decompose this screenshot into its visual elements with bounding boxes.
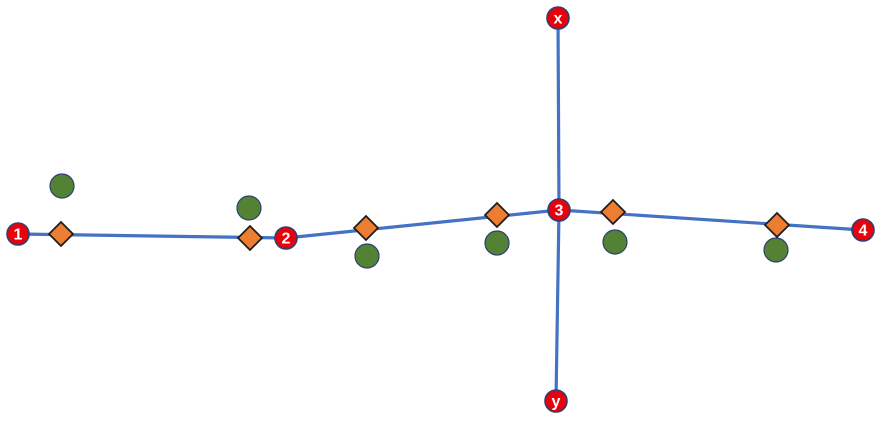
green-dot-5 [602, 229, 628, 255]
node-label-x: x [554, 11, 563, 28]
nodes-layer: 1 2 3 4 x y [6, 6, 875, 413]
node-2: 2 [274, 226, 298, 250]
node-circle-2 [274, 226, 298, 250]
node-3: 3 [547, 198, 571, 222]
edge-n2-n3 [284, 208, 561, 240]
node-label-4: 4 [859, 223, 868, 240]
node-label-2: 2 [282, 231, 291, 248]
diamond-marker-6 [763, 211, 791, 239]
node-4: 4 [851, 218, 875, 242]
green-dot-3 [354, 243, 380, 269]
green-dot-2 [236, 195, 262, 221]
diamond-marker-3 [352, 214, 380, 242]
green-dot-1 [49, 173, 75, 199]
node-circle-4 [851, 218, 875, 242]
diamond-marker-1 [47, 220, 75, 248]
node-label-3: 3 [555, 203, 564, 220]
node-y: y [544, 389, 568, 413]
node-circle-1 [6, 222, 30, 246]
green-dot-4 [484, 230, 510, 256]
edge-nx-n3 [556, 16, 561, 212]
node-1: 1 [6, 222, 30, 246]
diamond-marker-2 [236, 224, 264, 252]
node-label-1: 1 [14, 227, 23, 244]
diamond-marker-5 [599, 198, 627, 226]
node-circle-y [544, 389, 568, 413]
diamond-markers-layer [47, 198, 791, 252]
green-dots-layer [49, 173, 789, 269]
edge-n3-ny [554, 208, 561, 403]
node-circle-3 [547, 198, 571, 222]
green-dot-6 [763, 237, 789, 263]
node-label-y: y [552, 394, 561, 411]
node-circle-x [546, 6, 570, 30]
diamond-marker-4 [483, 201, 511, 229]
edges-layer [16, 16, 865, 403]
node-x: x [546, 6, 570, 30]
